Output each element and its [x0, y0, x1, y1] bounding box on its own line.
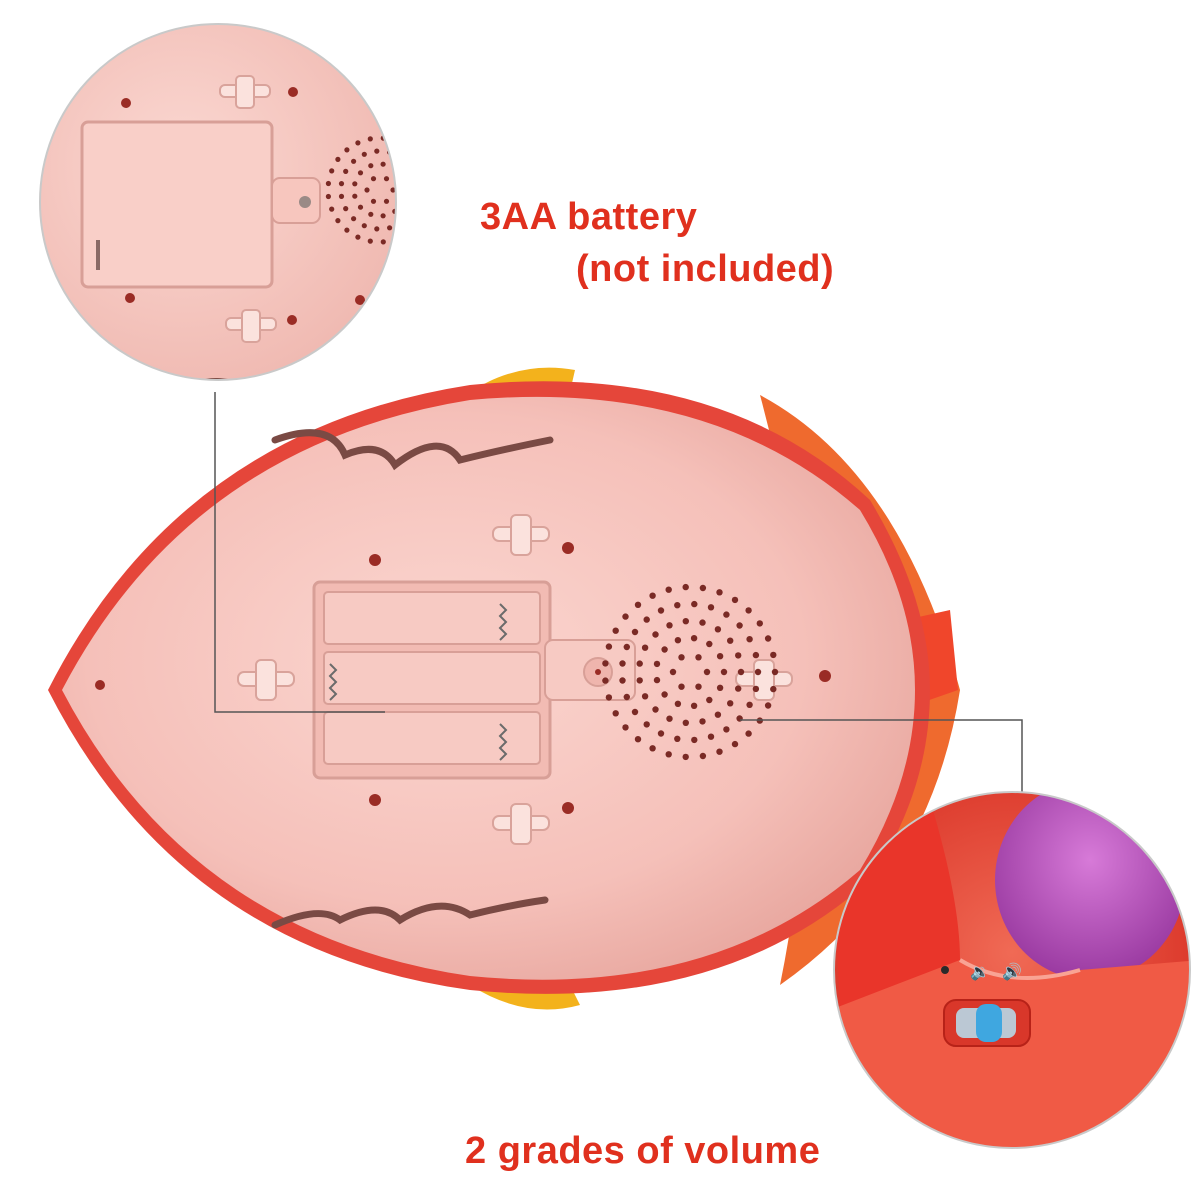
- svg-text:🔊: 🔊: [1002, 962, 1022, 981]
- snap-clips: [237, 514, 793, 845]
- volume-leader-line: [740, 719, 1023, 810]
- battery-leader-line: [214, 392, 385, 713]
- battery-compartment: [312, 580, 636, 780]
- svg-text:🔉: 🔉: [970, 962, 990, 981]
- wing-top: [271, 429, 554, 471]
- battery-callout-line1: 3AA battery: [480, 196, 698, 238]
- toy-body: [48, 367, 960, 1010]
- volume-switch-inset: 🔉 🔊: [833, 791, 1191, 1149]
- battery-door-inset: [39, 23, 397, 381]
- volume-callout: 2 grades of volume: [465, 1130, 821, 1172]
- screw-holes: [95, 542, 831, 814]
- battery-callout-line2: (not included): [576, 248, 835, 290]
- wing-bottom: [271, 896, 549, 929]
- speaker-grille: [602, 583, 779, 761]
